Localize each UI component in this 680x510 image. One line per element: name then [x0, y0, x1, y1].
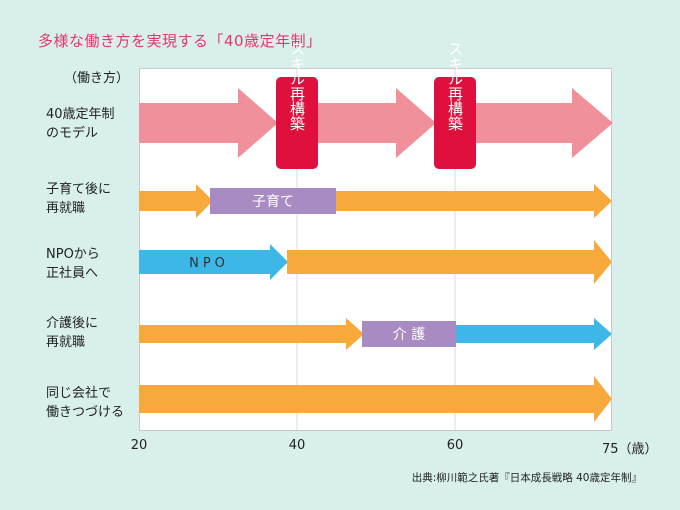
orange-arrow-fulltime: [287, 240, 612, 284]
segment-care: [362, 321, 456, 347]
orange-arrow-same-company: [139, 376, 612, 422]
reskill-badge-60-label: スキル再構築: [446, 41, 464, 131]
blue-arrow-npo: [139, 244, 288, 280]
segment-childcare-label: 子育て: [252, 194, 294, 210]
x-tick-20: 20: [130, 438, 148, 453]
orange-arrow-childcare-after: [336, 184, 612, 218]
x-tick-60: 60: [446, 438, 464, 453]
segment-care-label: 介 護: [393, 327, 425, 343]
reskill-badge-60: [434, 77, 476, 169]
reskill-badge-40: [276, 77, 318, 169]
pink-arrow-segment-1: [139, 88, 278, 158]
orange-arrow-care-before: [139, 318, 364, 350]
row-label-childcare-reemployment: 子育て後に 再就職: [46, 182, 112, 216]
orange-arrow-childcare-before: [139, 184, 213, 218]
row-label-40-retirement-model: 40歳定年制 のモデル: [46, 107, 115, 141]
segment-childcare: [210, 188, 336, 214]
pink-arrow-segment-3: [474, 88, 613, 158]
row-label-care-reemployment: 介護後に 再就職: [46, 316, 99, 350]
pink-arrow-segment-2: [316, 88, 436, 158]
page-title: 多様な働き方を実現する「40歳定年制」: [38, 32, 322, 50]
x-tick-40: 40: [288, 438, 306, 453]
row-label-same-company: 同じ会社で 働きつづける: [46, 386, 125, 420]
source-citation: 出典:柳川範之氏著『日本成長戦略 40歳定年制』: [411, 472, 642, 484]
y-axis-unit-label: （働き方）: [64, 71, 130, 86]
x-tick-75: 75（歳）: [602, 442, 658, 457]
row-label-npo-to-fulltime: NPOから 正社員へ: [46, 247, 100, 281]
reskill-badge-40-label: スキル再構築: [288, 41, 306, 131]
segment-npo-label: NPO: [189, 256, 229, 271]
blue-arrow-care-after: [456, 318, 612, 350]
